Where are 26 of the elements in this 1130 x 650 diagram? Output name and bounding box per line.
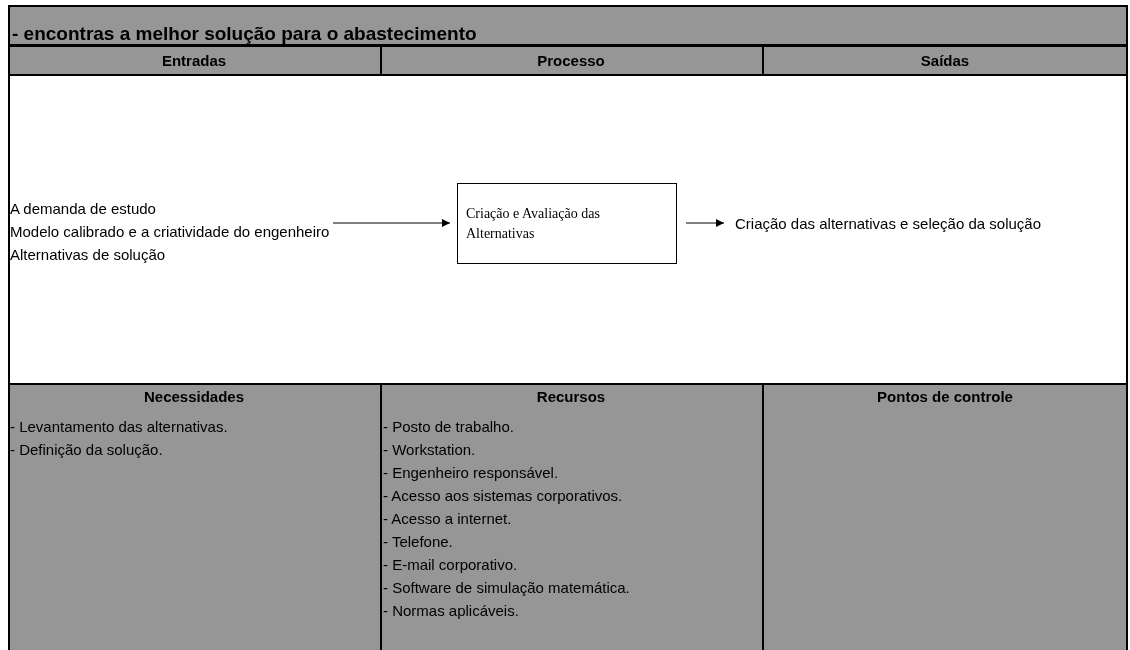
column-header: Saídas: [919, 52, 971, 69]
list-item: - Software de simulação matemática.: [383, 578, 630, 598]
list-item: - Acesso a internet.: [383, 509, 512, 529]
output-text: Criação das alternativas e seleção da solução: [724, 212, 1041, 235]
column-header: Entradas: [160, 52, 228, 69]
arrow: [685, 219, 725, 227]
input-text: A demanda de estudo: [10, 199, 157, 219]
process-box: [457, 183, 677, 264]
list-item: - Posto de trabalho.: [383, 417, 514, 437]
list-item: - Acesso aos sistemas corporativos.: [383, 486, 623, 506]
list-item: - Normas aplicáveis.: [383, 601, 519, 621]
column-header: Pontos de controle: [876, 388, 1014, 405]
arrow: [332, 219, 451, 227]
title-text: - encontras a melhor solução para o abastecimento: [12, 23, 477, 45]
list-item: - Definição da solução.: [10, 440, 163, 460]
list-item: - E-mail corporativo.: [383, 555, 518, 575]
column-header: Recursos: [535, 388, 607, 405]
list-item: - Telefone.: [383, 532, 453, 552]
process-label: Criação e Avaliação das Alternativas: [466, 205, 601, 243]
list-item: - Workstation.: [383, 440, 476, 460]
list-item: - Levantamento das alternativas.: [10, 417, 228, 437]
list-item: - Engenheiro responsável.: [383, 463, 559, 483]
column-header: Necessidades: [142, 388, 246, 405]
column-header: Processo: [536, 52, 606, 69]
input-text: Alternativas de solução: [10, 245, 167, 265]
input-text: Modelo calibrado e a criatividade do engenheiro: [10, 222, 330, 242]
